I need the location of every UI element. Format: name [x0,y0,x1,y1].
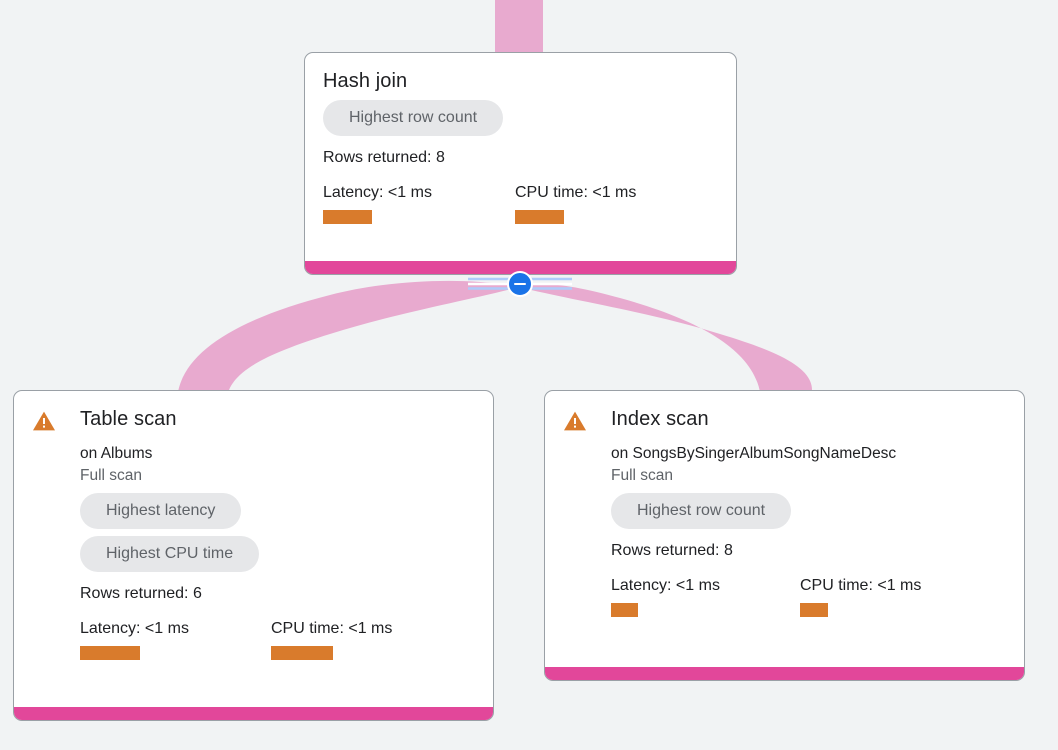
metric-cpu-time-label: CPU time: <1 ms [271,620,393,637]
node-header: Table scan [32,407,475,432]
node-accent-bar [14,707,493,720]
metric-cpu-time: CPU time: <1 ms [515,183,636,224]
metric-cpu-time: CPU time: <1 ms [271,619,392,660]
rows-returned: Rows returned: 8 [611,542,733,559]
minus-icon [514,282,526,286]
node-main: Table scan [80,407,475,431]
node-details: on Albums Full scan Highest latency High… [32,443,475,660]
plan-node-table-scan[interactable]: Table scan on Albums Full scan Highest l… [13,390,494,721]
rows-returned: Rows returned: 6 [80,585,202,602]
node-scan-type: Full scan [611,467,674,484]
node-badges: Highest latency Highest CPU time [80,493,475,579]
node-badges: Highest row count [611,493,1006,536]
rows-returned: Rows returned: 8 [323,149,445,166]
metric-cpu-time-label: CPU time: <1 ms [515,184,637,201]
node-body: Hash join Highest row count Rows returne… [305,53,736,261]
node-subtitle-target: on Albums [80,445,153,462]
edge-incoming-root [495,0,543,54]
metric-latency-label: Latency: <1 ms [80,620,189,637]
node-main: Hash join Highest row count Rows returne… [323,69,718,224]
node-metrics: Latency: <1 ms CPU time: <1 ms [323,183,718,224]
metric-cpu-time-bar [271,646,333,660]
metric-latency-label: Latency: <1 ms [611,577,720,594]
node-metrics: Latency: <1 ms CPU time: <1 ms [80,619,475,660]
metric-latency-label: Latency: <1 ms [323,184,432,201]
badge-highest-row-count: Highest row count [611,493,792,529]
node-metrics: Latency: <1 ms CPU time: <1 ms [611,576,1006,617]
node-accent-bar [305,261,736,274]
metric-cpu-time: CPU time: <1 ms [800,576,921,617]
metric-latency-bar [323,210,372,224]
metric-latency: Latency: <1 ms [80,619,271,660]
warning-slot [563,407,611,432]
node-body: Table scan on Albums Full scan Highest l… [14,391,493,707]
node-title: Index scan [611,408,709,430]
node-header: Hash join Highest row count Rows returne… [323,69,718,224]
node-scan-type: Full scan [80,467,143,484]
metric-cpu-time-bar [800,603,828,617]
node-badges: Highest row count [323,100,718,143]
metric-latency: Latency: <1 ms [611,576,800,617]
node-title: Hash join [323,70,408,92]
warning-triangle-icon [33,411,55,431]
node-main: Index scan [611,407,1006,431]
warning-triangle-icon [564,411,586,431]
metric-latency-bar [80,646,140,660]
warning-slot [32,407,80,432]
badge-highest-latency: Highest latency [80,493,242,529]
edge-hashjoin-to-indexscan [519,284,812,392]
toggle-circle [507,271,533,297]
metric-cpu-time-bar [515,210,564,224]
plan-node-index-scan[interactable]: Index scan on SongsBySingerAlbumSongName… [544,390,1025,681]
node-header: Index scan [563,407,1006,432]
metric-cpu-time-label: CPU time: <1 ms [800,577,922,594]
metric-latency: Latency: <1 ms [323,183,515,224]
node-body: Index scan on SongsBySingerAlbumSongName… [545,391,1024,667]
badge-highest-cpu-time: Highest CPU time [80,536,260,572]
node-accent-bar [545,667,1024,680]
collapse-children-toggle[interactable] [507,271,533,297]
badge-highest-row-count: Highest row count [323,100,504,136]
node-subtitle-target: on SongsBySingerAlbumSongNameDesc [611,445,897,462]
edge-hashjoin-to-tablescan [178,280,519,392]
node-title: Table scan [80,408,177,430]
node-details: on SongsBySingerAlbumSongNameDesc Full s… [563,443,1006,617]
plan-node-hash-join[interactable]: Hash join Highest row count Rows returne… [304,52,737,275]
metric-latency-bar [611,603,638,617]
